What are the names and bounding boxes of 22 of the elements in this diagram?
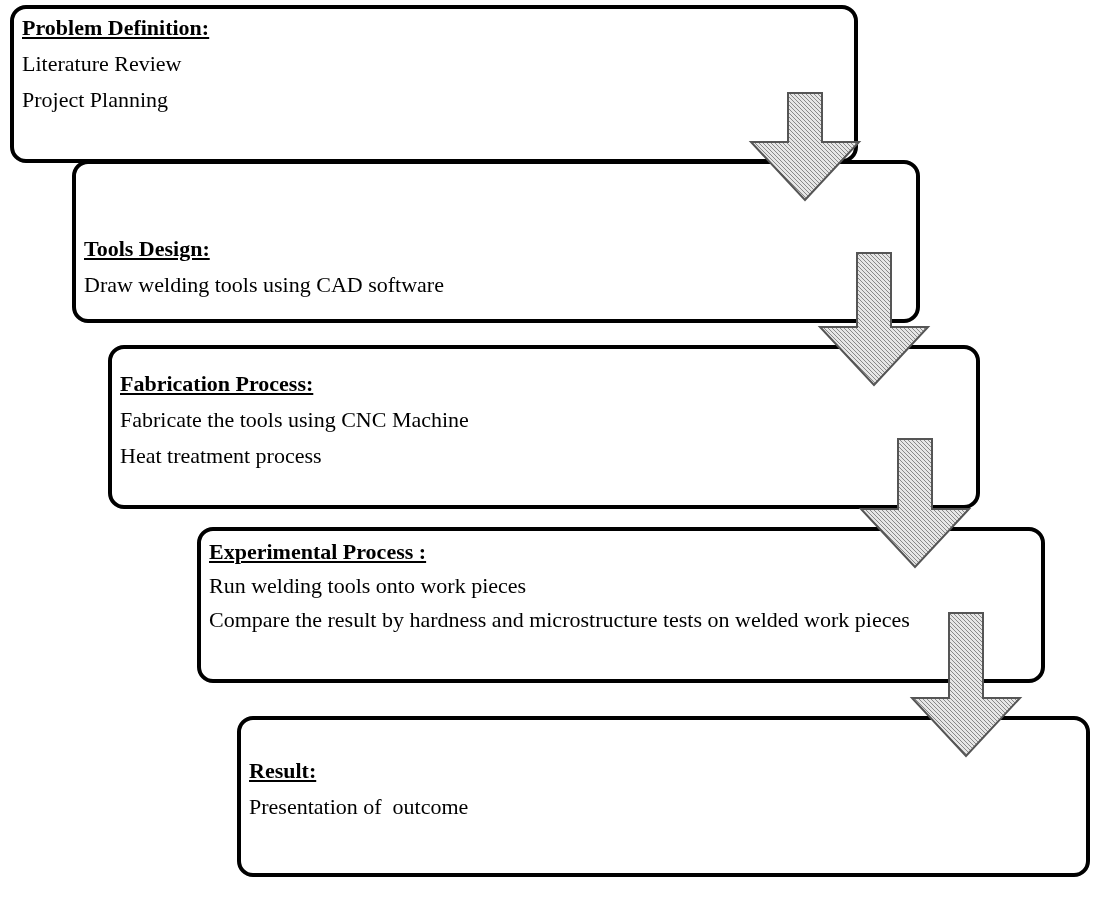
step-text: Presentation of outcome xyxy=(249,794,470,820)
step-heading: Problem Definition: xyxy=(22,15,211,41)
step-text: Project Planning xyxy=(22,87,170,113)
step-text: Literature Review xyxy=(22,51,183,77)
step-heading: Result: xyxy=(249,758,318,784)
process-box xyxy=(108,345,980,509)
block-arrow xyxy=(748,92,862,202)
step-text: Draw welding tools using CAD software xyxy=(84,272,445,298)
process-box xyxy=(72,160,920,323)
block-arrow xyxy=(858,438,972,569)
block-arrow xyxy=(909,612,1023,758)
step-text: Run welding tools onto work pieces xyxy=(209,573,528,599)
process-box xyxy=(10,5,858,163)
process-box xyxy=(237,716,1090,877)
step-heading: Experimental Process : xyxy=(209,539,428,565)
step-text: Compare the result by hardness and microstructure tests on welded work pieces xyxy=(209,607,911,633)
step-heading: Fabrication Process: xyxy=(120,371,315,397)
process-box xyxy=(197,527,1045,683)
step-heading: Tools Design: xyxy=(84,236,211,262)
block-arrow xyxy=(817,252,931,387)
step-text: Heat treatment process xyxy=(120,443,323,469)
step-text: Fabricate the tools using CNC Machine xyxy=(120,407,470,433)
